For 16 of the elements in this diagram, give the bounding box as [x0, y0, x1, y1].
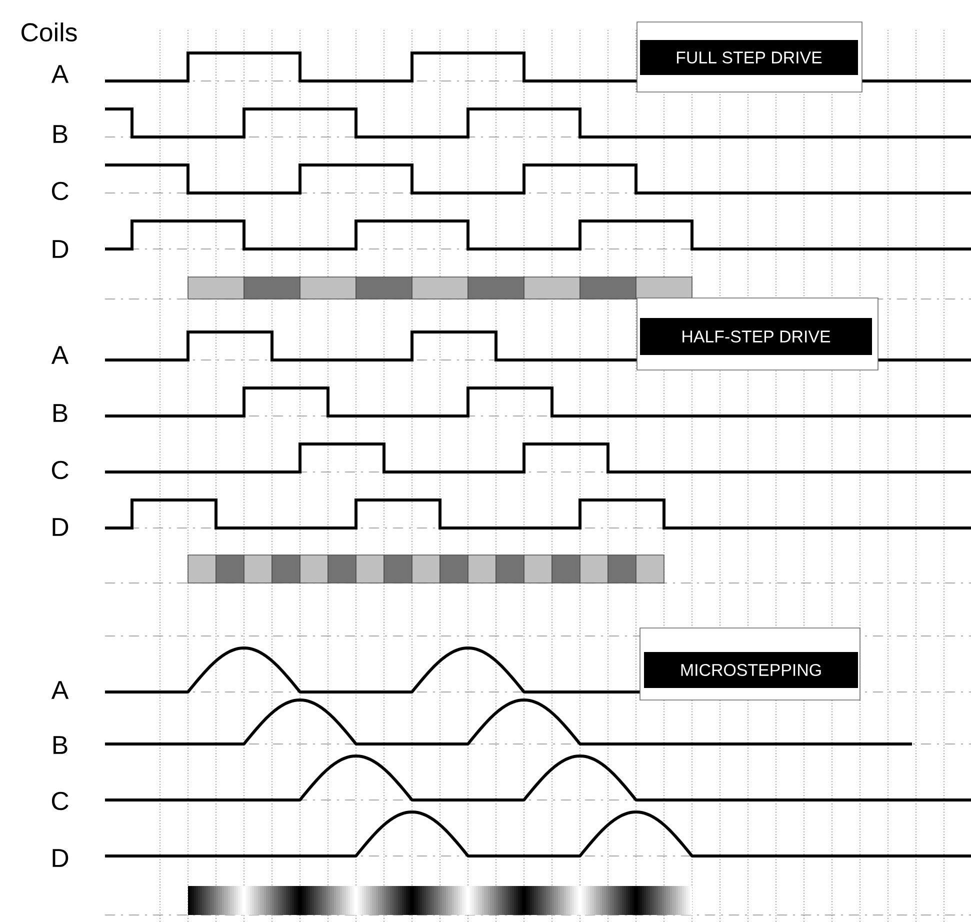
- coil-label: D: [52, 240, 68, 258]
- title-box: HALF-STEP DRIVE: [636, 298, 878, 370]
- coil-label: B: [54, 404, 68, 422]
- coil-label: B: [54, 736, 68, 754]
- coil-label: D: [52, 849, 68, 867]
- coil-label: A: [51, 346, 69, 364]
- title-box: MICROSTEPPING: [640, 628, 860, 700]
- axis-title: Coils: [22, 22, 77, 42]
- coil-label: B: [54, 125, 68, 143]
- coil-label: A: [51, 681, 69, 699]
- coil-label: A: [51, 65, 69, 83]
- coil-label: C: [52, 792, 68, 810]
- coil-label: D: [52, 518, 68, 536]
- coil-label: C: [52, 182, 68, 200]
- coil-label: C: [52, 460, 68, 480]
- title-box: FULL STEP DRIVE: [636, 22, 862, 92]
